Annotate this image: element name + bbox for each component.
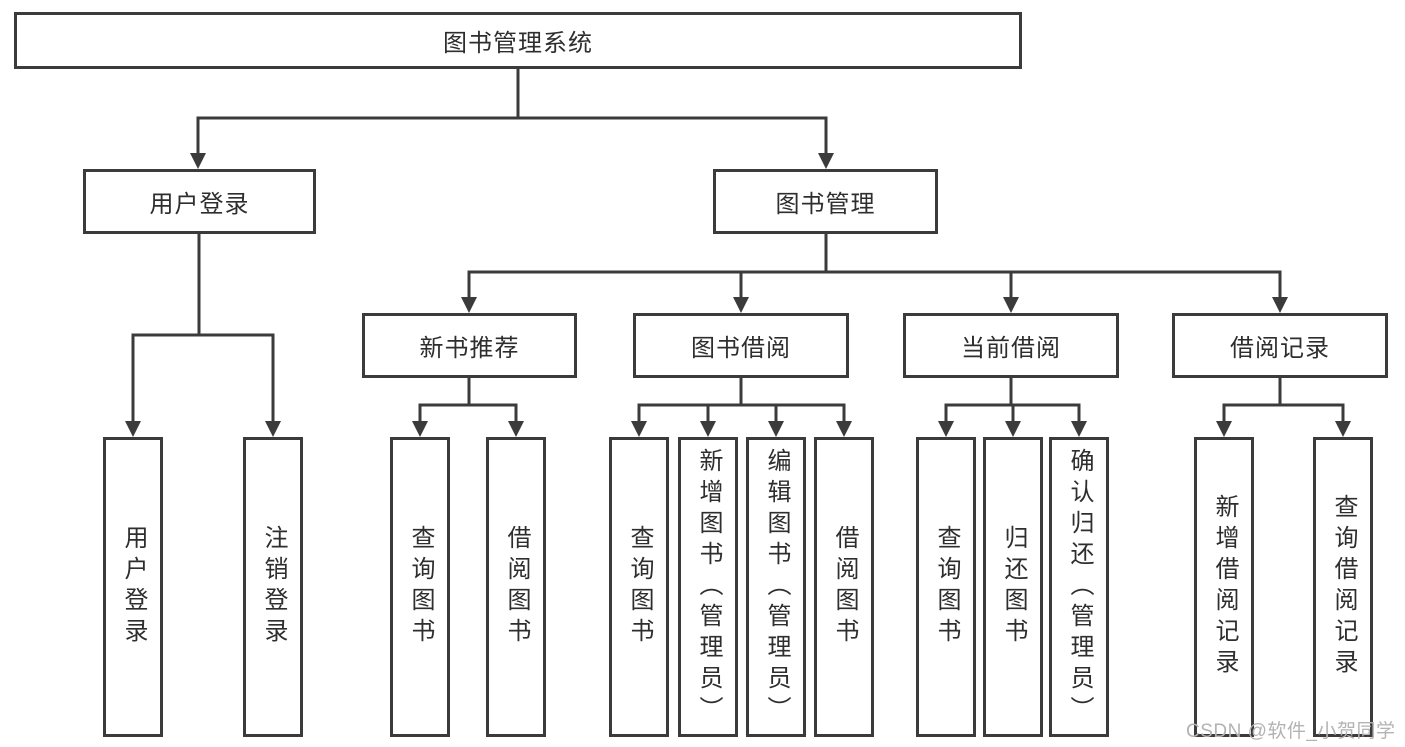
connector-line [637, 378, 846, 423]
node-user-login: 用户登录 [83, 169, 316, 234]
node-new-book-recommend: 新书推荐 [362, 313, 577, 378]
arrowhead-icon [818, 153, 834, 169]
arrowhead-icon [190, 153, 206, 169]
arrowhead-icon [1071, 421, 1087, 437]
arrowhead-icon [1216, 421, 1232, 437]
node-leaf-query-borrow-record-label: 查询借阅记录 [1330, 494, 1357, 680]
node-leaf-borrow-books-2: 借阅图书 [814, 437, 874, 737]
node-book-borrowing: 图书借阅 [633, 313, 849, 378]
node-leaf-edit-book-admin-label: 编辑图书（管理员） [763, 447, 790, 727]
node-leaf-borrow-books-2-label: 借阅图书 [831, 525, 858, 649]
node-leaf-add-book-admin: 新增图书（管理员） [678, 437, 738, 737]
arrowhead-icon [1003, 297, 1019, 313]
connector-line [944, 378, 1081, 423]
node-leaf-query-books-3-label: 查询图书 [933, 525, 960, 649]
arrowhead-icon [508, 421, 524, 437]
node-leaf-user-login: 用户登录 [103, 437, 163, 737]
node-leaf-return-book: 归还图书 [983, 437, 1043, 737]
node-leaf-logout: 注销登录 [243, 437, 303, 737]
arrowhead-icon [125, 421, 141, 437]
arrowhead-icon [836, 421, 852, 437]
connector-line [196, 69, 828, 155]
arrowhead-icon [700, 421, 716, 437]
node-book-management: 图书管理 [713, 169, 938, 234]
arrowhead-icon [938, 421, 954, 437]
node-leaf-confirm-return-admin: 确认归还（管理员） [1049, 437, 1109, 737]
node-leaf-add-borrow-record: 新增借阅记录 [1194, 437, 1254, 737]
node-leaf-query-books-2: 查询图书 [609, 437, 669, 737]
arrowhead-icon [461, 297, 477, 313]
node-new-book-recommend-label: 新书推荐 [419, 335, 520, 362]
node-current-borrowing-label: 当前借阅 [961, 335, 1061, 362]
node-root: 图书管理系统 [14, 12, 1022, 69]
node-leaf-logout-label: 注销登录 [260, 525, 287, 649]
node-leaf-query-books-3: 查询图书 [916, 437, 976, 737]
connector-line [131, 234, 275, 423]
node-leaf-query-books-1: 查询图书 [390, 437, 450, 737]
node-borrowing-records: 借阅记录 [1172, 313, 1388, 378]
node-root-label: 图书管理系统 [443, 30, 593, 57]
arrowhead-icon [733, 297, 749, 313]
node-book-borrowing-label: 图书借阅 [691, 335, 791, 362]
node-leaf-edit-book-admin: 编辑图书（管理员） [746, 437, 806, 737]
node-leaf-borrow-books-1: 借阅图书 [486, 437, 546, 737]
arrowhead-icon [265, 421, 281, 437]
arrowhead-icon [1005, 421, 1021, 437]
node-leaf-confirm-return-admin-label: 确认归还（管理员） [1066, 447, 1093, 727]
node-leaf-add-book-admin-label: 新增图书（管理员） [695, 447, 722, 727]
node-user-login-label: 用户登录 [149, 191, 250, 218]
arrowhead-icon [412, 421, 428, 437]
arrowhead-icon [768, 421, 784, 437]
node-current-borrowing: 当前借阅 [903, 313, 1119, 378]
connector-line [418, 378, 518, 423]
node-leaf-return-book-label: 归还图书 [1000, 525, 1027, 649]
node-borrowing-records-label: 借阅记录 [1230, 335, 1330, 362]
node-leaf-borrow-books-1-label: 借阅图书 [503, 525, 530, 649]
watermark: CSDN @软件_小贺同学 [1186, 721, 1396, 742]
arrowhead-icon [1335, 421, 1351, 437]
node-leaf-user-login-label: 用户登录 [120, 525, 147, 649]
arrowhead-icon [1272, 297, 1288, 313]
node-leaf-query-borrow-record: 查询借阅记录 [1313, 437, 1373, 737]
arrowhead-icon [631, 421, 647, 437]
node-leaf-query-books-1-label: 查询图书 [407, 525, 434, 649]
node-leaf-add-borrow-record-label: 新增借阅记录 [1211, 494, 1238, 680]
node-leaf-query-books-2-label: 查询图书 [626, 525, 653, 649]
connector-line [1222, 378, 1345, 423]
connector-line [467, 234, 1282, 299]
node-book-management-label: 图书管理 [775, 191, 876, 218]
